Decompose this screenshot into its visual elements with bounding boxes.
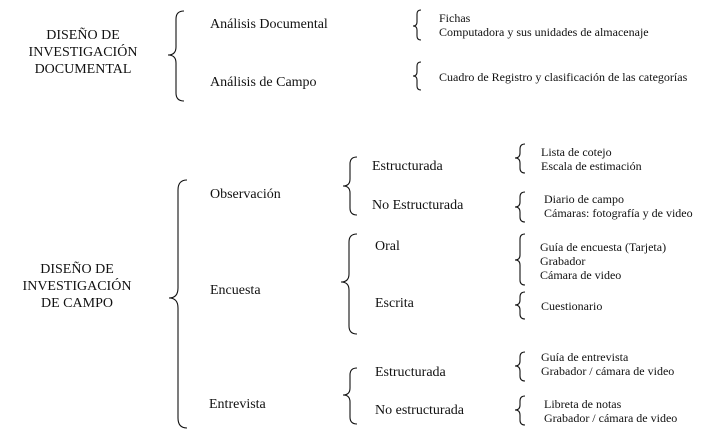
brace-obs-no-estructurada: [514, 191, 526, 223]
node-ent-estructurada: Estructurada: [375, 365, 446, 380]
title-line: DISEÑO DE: [46, 28, 120, 43]
title-line: DISEÑO DE: [40, 262, 114, 277]
title-line: INVESTIGACIÓN: [22, 279, 132, 294]
brace-ent-no-estructurada: [514, 395, 526, 426]
brace-ent-estructurada: [514, 351, 526, 382]
title-line: DE CAMPO: [41, 296, 113, 311]
root-campo-title: DISEÑO DE INVESTIGACIÓN DE CAMPO: [2, 261, 152, 312]
node-escrita: Escrita: [375, 296, 414, 311]
list-obs-estructurada: Lista de cotejo Escala de estimación: [541, 145, 642, 173]
title-line: DOCUMENTAL: [34, 62, 132, 77]
brace-obs-estructurada: [514, 143, 526, 174]
list-item: Grabador / cámara de video: [544, 411, 678, 425]
brace-observacion: [342, 156, 358, 216]
list-item: Escala de estimación: [541, 159, 642, 173]
list-analisis-documental: Fichas Computadora y sus unidades de alm…: [439, 11, 649, 39]
list-analisis-campo: Cuadro de Registro y clasificación de la…: [439, 70, 687, 84]
title-line: INVESTIGACIÓN: [28, 45, 138, 60]
list-item: Grabador / cámara de video: [541, 364, 675, 378]
list-item: Grabador: [540, 254, 586, 268]
node-analisis-documental: Análisis Documental: [210, 17, 328, 32]
list-item: Computadora y sus unidades de almacenaje: [439, 25, 649, 39]
node-obs-estructurada: Estructurada: [372, 159, 443, 174]
list-item: Guía de encuesta (Tarjeta): [540, 240, 667, 254]
list-item: Cuadro de Registro y clasificación de la…: [439, 70, 688, 84]
node-encuesta: Encuesta: [210, 283, 261, 298]
list-item: Lista de cotejo: [541, 145, 612, 159]
node-observacion: Observación: [210, 187, 281, 202]
list-ent-estructurada: Guía de entrevista Grabador / cámara de …: [541, 350, 674, 378]
brace-analisis-campo: [412, 61, 422, 91]
brace-analisis-documental: [412, 9, 422, 41]
brace-documental: [167, 10, 185, 102]
node-obs-no-estructurada: No Estructurada: [372, 198, 464, 213]
node-oral: Oral: [375, 239, 400, 254]
node-ent-no-estructurada: No estructurada: [375, 403, 465, 418]
brace-escrita: [514, 291, 526, 320]
brace-campo: [168, 179, 188, 429]
list-item: Diario de campo: [544, 192, 624, 206]
list-item: Libreta de notas: [544, 397, 622, 411]
list-item: Cámara de video: [540, 268, 622, 282]
list-item: Cámaras: fotografía y de video: [544, 206, 693, 220]
brace-encuesta: [340, 233, 358, 335]
brace-entrevista: [342, 367, 358, 425]
node-analisis-campo: Análisis de Campo: [210, 75, 317, 90]
root-documental-title: DISEÑO DE INVESTIGACIÓN DOCUMENTAL: [8, 27, 158, 78]
list-oral: Guía de encuesta (Tarjeta) Grabador Cáma…: [540, 240, 666, 282]
brace-oral: [514, 233, 526, 286]
list-ent-no-estructurada: Libreta de notas Grabador / cámara de vi…: [544, 397, 677, 425]
list-item: Guía de entrevista: [541, 350, 629, 364]
list-item: Cuestionario: [541, 299, 603, 313]
list-obs-no-estructurada: Diario de campo Cámaras: fotografía y de…: [544, 192, 693, 220]
node-entrevista: Entrevista: [209, 397, 266, 412]
list-escrita: Cuestionario: [541, 299, 602, 313]
list-item: Fichas: [439, 11, 471, 25]
